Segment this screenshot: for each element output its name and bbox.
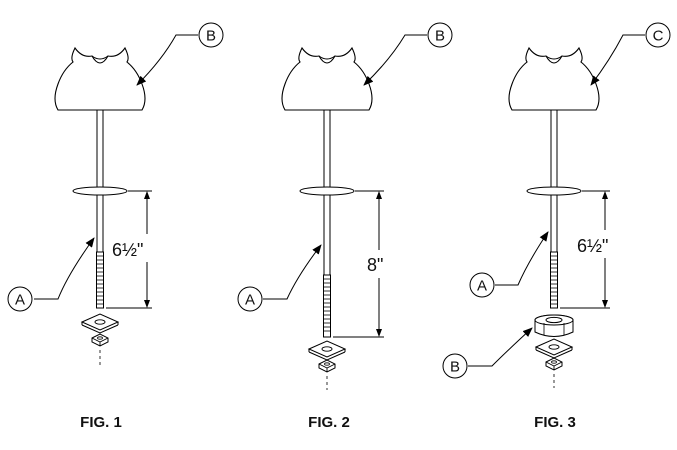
washer bbox=[299, 186, 355, 196]
figure-label: FIG. 2 bbox=[308, 414, 350, 431]
leader-line bbox=[590, 34, 645, 86]
rod bbox=[323, 109, 331, 189]
callout-letter: A bbox=[245, 292, 255, 309]
callout-bubble bbox=[427, 22, 453, 48]
callout-letter: B bbox=[450, 359, 460, 376]
leader-line bbox=[363, 34, 427, 86]
dimension-label: 8" bbox=[367, 255, 383, 275]
rod bbox=[550, 109, 558, 189]
washer bbox=[526, 186, 582, 196]
leader-line bbox=[468, 327, 533, 367]
callout-bubble bbox=[469, 272, 495, 298]
leader-line bbox=[34, 237, 95, 300]
dimension-label: 6½" bbox=[112, 240, 143, 260]
square-nut bbox=[91, 333, 109, 347]
callout-letter: A bbox=[15, 292, 25, 309]
dimension-label: 6½" bbox=[577, 236, 608, 256]
rod bbox=[96, 109, 104, 189]
insulator bbox=[508, 46, 600, 111]
callout-bubble bbox=[237, 286, 263, 312]
figure-label: FIG. 3 bbox=[534, 414, 576, 431]
insulator bbox=[281, 46, 373, 111]
callout-letter: C bbox=[653, 28, 664, 45]
square-nut bbox=[318, 359, 336, 373]
spacer-coupling bbox=[534, 314, 574, 337]
dimension-line bbox=[106, 190, 152, 309]
callout-letter: B bbox=[435, 28, 445, 45]
callout-bubble bbox=[7, 286, 33, 312]
leader-line bbox=[136, 34, 198, 86]
figure-1: 6½" A B FIG. 1 bbox=[7, 22, 224, 431]
leader-line bbox=[263, 244, 322, 300]
threaded-section bbox=[323, 274, 331, 338]
dimension-line bbox=[560, 190, 610, 309]
callout-letter: B bbox=[206, 28, 216, 45]
washer bbox=[72, 186, 128, 196]
square-nut bbox=[545, 357, 563, 371]
figure-2: 8" A B FIG. 2 bbox=[237, 22, 453, 431]
callout-bubble bbox=[645, 22, 671, 48]
callout-bubble bbox=[198, 22, 224, 48]
callout-letter: A bbox=[477, 278, 487, 295]
figure-label: FIG. 1 bbox=[80, 414, 122, 431]
leader-line bbox=[495, 231, 549, 286]
figure-3: 6½" A C B FIG. 3 bbox=[442, 22, 671, 431]
dimension-line bbox=[333, 190, 384, 338]
insulator bbox=[54, 46, 146, 111]
callout-bubble bbox=[442, 353, 468, 379]
